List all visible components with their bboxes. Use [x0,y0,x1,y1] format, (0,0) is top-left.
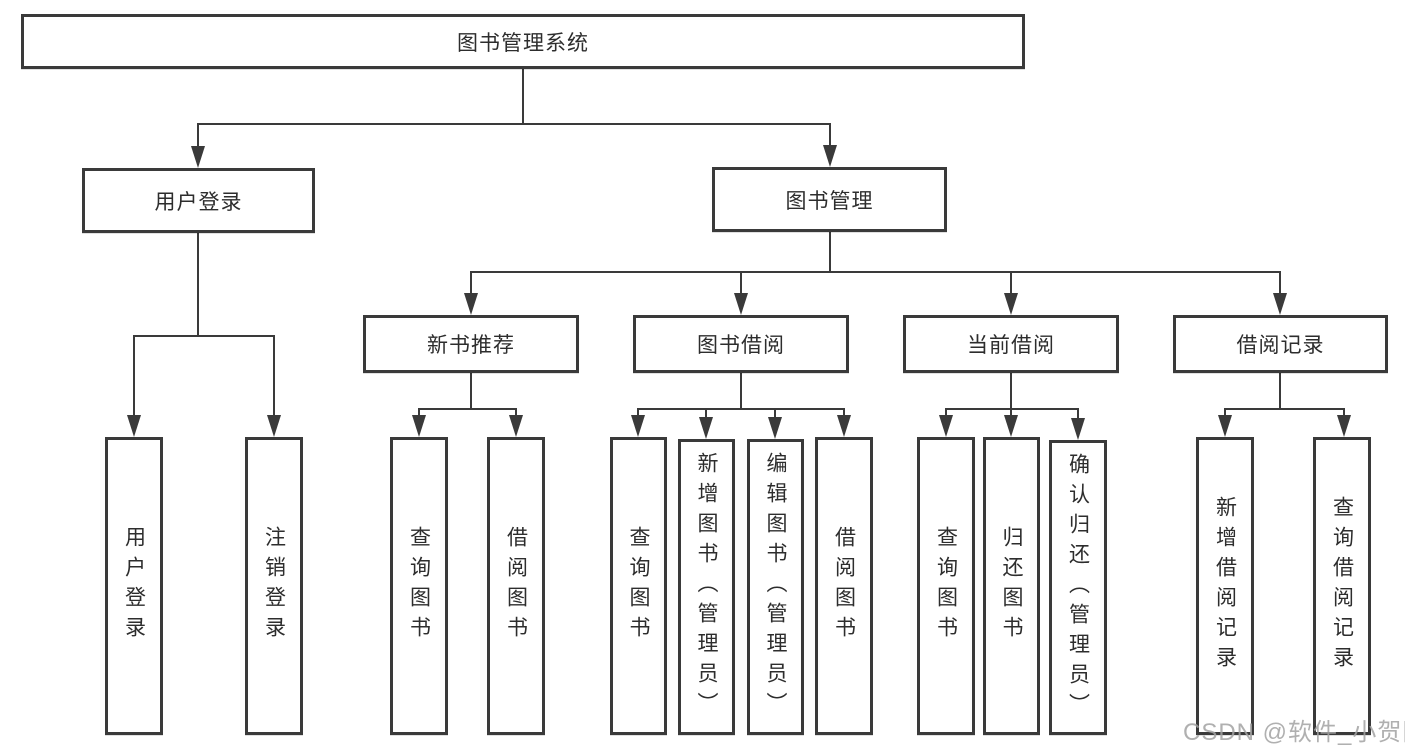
leaf-query-books-current: 查询图书 [917,437,975,735]
connector-line [197,233,199,336]
connector-line [197,123,831,125]
connector-line [1010,373,1012,409]
arrowhead-down-icon [1004,293,1018,315]
leaf-query-borrow-record: 查询借阅记录 [1313,437,1371,735]
connector-line [1343,409,1345,417]
connector-line [637,409,639,417]
leaf-edit-book-admin: 编辑图书（管理员） [747,439,804,735]
arrowhead-down-icon [734,293,748,315]
arrowhead-down-icon [631,415,645,437]
arrowhead-down-icon [837,415,851,437]
connector-line [1279,272,1281,295]
arrowhead-down-icon [1273,293,1287,315]
node-book-management-group: 图书管理 [712,167,947,232]
connector-line [133,335,275,337]
connector-line [843,409,845,417]
connector-line [273,336,275,417]
connector-line [1010,272,1012,295]
leaf-user-login: 用户登录 [105,437,163,735]
connector-line [829,124,831,147]
connector-line [705,409,707,419]
leaf-return-books: 归还图书 [983,437,1040,735]
csdn-watermark: CSDN @软件_小贺同学 [1183,719,1405,746]
arrowhead-down-icon [1218,415,1232,437]
node-user-login-group: 用户登录 [82,168,315,233]
connector-line [1010,409,1012,417]
connector-line [133,336,135,417]
connector-line [637,408,845,410]
leaf-query-books-recommend: 查询图书 [390,437,448,735]
arrowhead-down-icon [939,415,953,437]
connector-line [1224,409,1226,417]
node-root: 图书管理系统 [21,14,1025,69]
arrowhead-down-icon [1004,415,1018,437]
arrowhead-down-icon [191,146,205,168]
node-book-borrowing: 图书借阅 [633,315,849,373]
node-new-book-recommend: 新书推荐 [363,315,579,373]
connector-line [470,271,1281,273]
connector-line [418,408,517,410]
leaf-borrow-books: 借阅图书 [815,437,873,735]
arrowhead-down-icon [823,145,837,167]
arrowhead-down-icon [464,293,478,315]
arrowhead-down-icon [412,415,426,437]
connector-line [470,373,472,409]
arrowhead-down-icon [509,415,523,437]
connector-line [1077,409,1079,420]
connector-line [945,408,1079,410]
leaf-logout: 注销登录 [245,437,303,735]
connector-line [1224,408,1345,410]
leaf-borrow-books-recommend: 借阅图书 [487,437,545,735]
connector-line [945,409,947,417]
connector-line [1279,373,1281,409]
connector-line [829,232,831,272]
arrowhead-down-icon [1071,418,1085,440]
connector-line [197,124,199,148]
leaf-add-borrow-record: 新增借阅记录 [1196,437,1254,735]
connector-line [774,409,776,419]
arrowhead-down-icon [267,415,281,437]
arrowhead-down-icon [699,417,713,439]
connector-line [515,409,517,417]
leaf-query-books-borrow: 查询图书 [610,437,667,735]
connector-line [470,272,472,295]
arrowhead-down-icon [768,417,782,439]
leaf-add-book-admin: 新增图书（管理员） [678,439,735,735]
node-current-borrowing: 当前借阅 [903,315,1119,373]
leaf-confirm-return-admin: 确认归还（管理员） [1049,440,1107,735]
arrowhead-down-icon [127,415,141,437]
connector-line [740,373,742,409]
arrowhead-down-icon [1337,415,1351,437]
node-borrow-records: 借阅记录 [1173,315,1388,373]
connector-line [418,409,420,417]
connector-line [522,69,524,124]
connector-line [740,272,742,295]
